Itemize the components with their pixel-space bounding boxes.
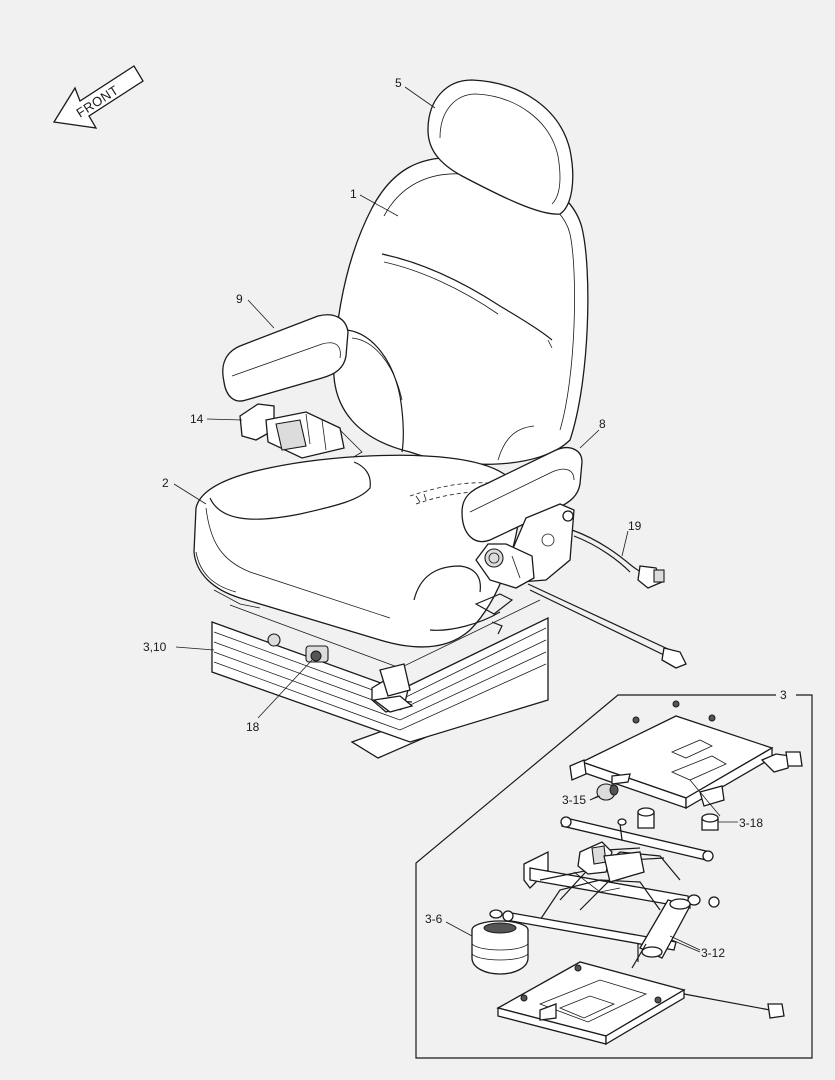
seatbelt-buckle (239, 403, 363, 459)
callout-8: 8 (599, 417, 606, 431)
callout-5: 5 (395, 76, 402, 90)
knob-3-15 (589, 783, 619, 801)
leader-3-15 (589, 795, 601, 801)
callout-14: 14 (190, 412, 204, 426)
front-arrow: FRONT (52, 65, 144, 129)
callout-2: 2 (162, 476, 169, 490)
callout-3-12: 3-12 (701, 946, 725, 960)
detail-box-3: 3 (415, 688, 813, 1059)
bumpers-3-18 (637, 779, 738, 831)
callout-3-10: 3,10 (143, 640, 167, 654)
right-armrest (461, 447, 583, 589)
callout-3-6: 3-6 (425, 912, 443, 926)
bottom-plate (496, 944, 785, 1046)
air-bellow-3-6 (445, 909, 529, 975)
top-plate (569, 700, 803, 810)
scissor-mechanism (502, 816, 720, 951)
leader-3-12 (671, 939, 701, 953)
callout-19: 19 (628, 519, 642, 533)
cable-harness (571, 529, 665, 589)
seat-assembly: 5 1 9 14 2 8 19 3,10 18 (143, 76, 687, 759)
callout-3-18: 3-18 (739, 816, 763, 830)
callout-9: 9 (236, 292, 243, 306)
callout-18: 18 (246, 720, 260, 734)
detail-box-label: 3 (780, 688, 787, 702)
gas-spring-3-12 (631, 898, 701, 969)
side-lever (372, 583, 687, 713)
left-armrest (222, 314, 349, 402)
seat-cushion (193, 454, 521, 648)
callout-1: 1 (350, 187, 357, 201)
headrest (427, 79, 574, 215)
leader-lines (173, 86, 629, 719)
callout-3-15: 3-15 (562, 793, 586, 807)
